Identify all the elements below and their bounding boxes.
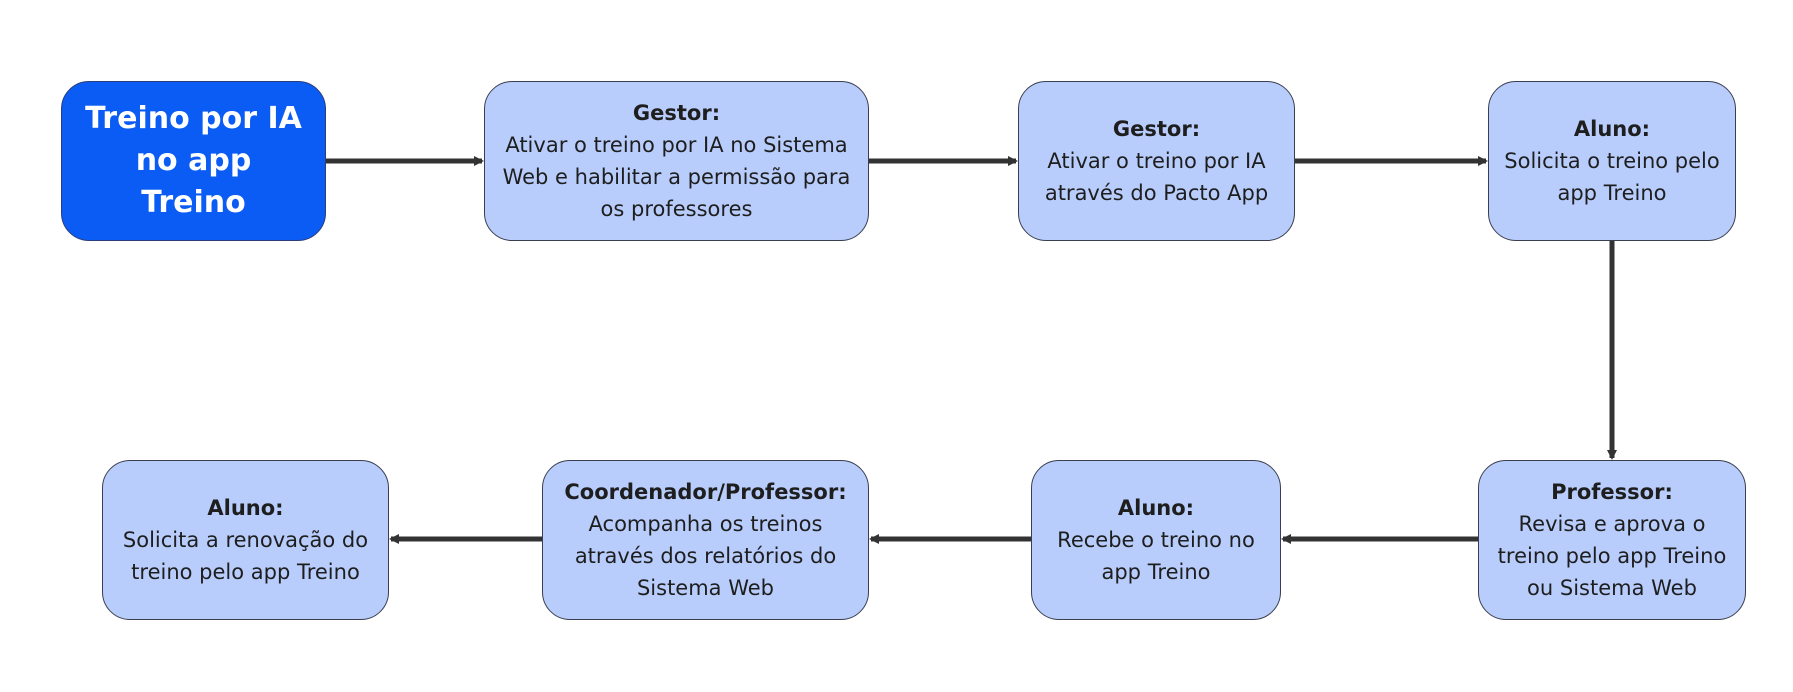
start-node: Treino por IA no app Treino (61, 81, 326, 241)
step-4-role: Professor: (1551, 480, 1673, 504)
step-6-role: Coordenador/Professor: (564, 480, 847, 504)
step-5-text: Recebe o treino no app Treino (1057, 528, 1255, 584)
step-7-text: Solicita a renovação do treino pelo app … (122, 528, 369, 584)
step-1-gestor: Gestor: Ativar o treino por IA no Sistem… (484, 81, 869, 241)
step-1-role: Gestor: (632, 101, 721, 125)
step-2-text: Ativar o treino por IA através do Pacto … (1044, 149, 1269, 205)
step-2-role: Gestor: (1112, 117, 1201, 141)
step-5-aluno: Aluno: Recebe o treino no app Treino (1031, 460, 1281, 620)
start-node-label: Treino por IA no app Treino (85, 101, 302, 220)
step-1-text: Ativar o treino por IA no Sistema Web e … (502, 133, 851, 221)
step-4-professor: Professor: Revisa e aprova o treino pelo… (1478, 460, 1746, 620)
step-7-role: Aluno: (207, 496, 284, 520)
step-6-coordenador-professor: Coordenador/Professor: Acompanha os trei… (542, 460, 869, 620)
step-4-text: Revisa e aprova o treino pelo app Treino… (1497, 512, 1727, 600)
step-6-text: Acompanha os treinos através dos relatór… (574, 512, 837, 600)
step-3-role: Aluno: (1573, 117, 1651, 141)
step-3-aluno: Aluno: Solicita o treino pelo app Treino (1488, 81, 1736, 241)
step-7-aluno: Aluno: Solicita a renovação do treino pe… (102, 460, 389, 620)
step-5-role: Aluno: (1117, 496, 1195, 520)
step-2-gestor: Gestor: Ativar o treino por IA através d… (1018, 81, 1295, 241)
step-3-text: Solicita o treino pelo app Treino (1504, 149, 1720, 205)
